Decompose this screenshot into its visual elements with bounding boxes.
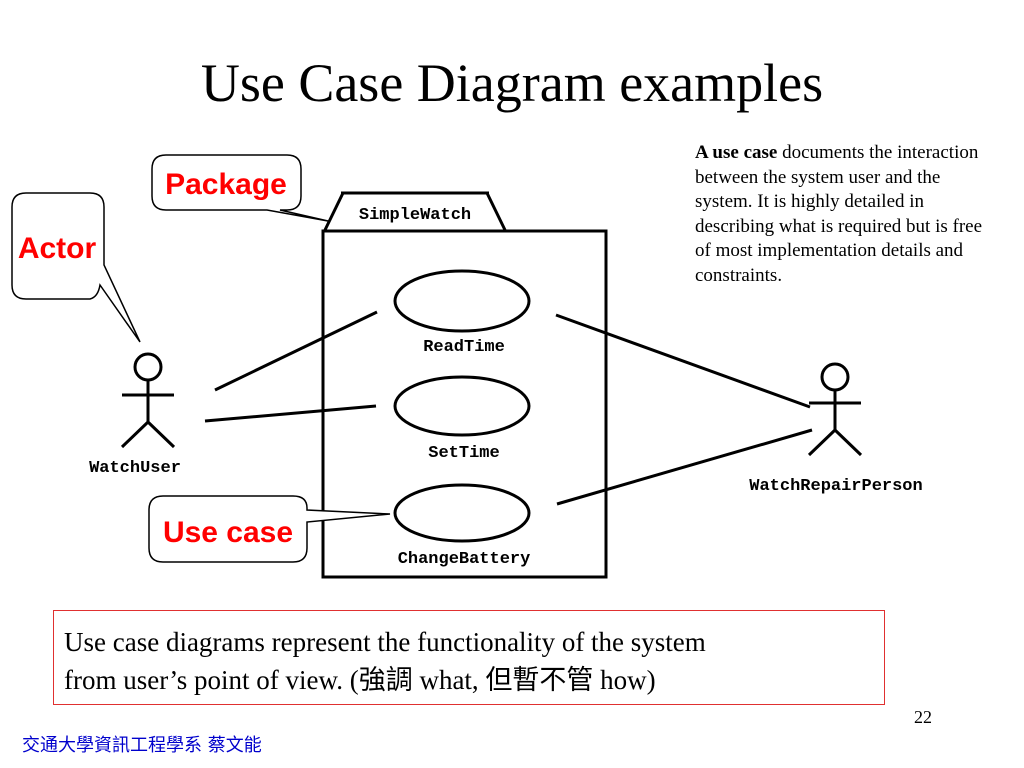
association-user-readtime [214,310,378,392]
use-case-ellipse-changebattery[interactable] [393,483,531,543]
package-name: SimpleWatch [359,206,471,225]
actor-watchrepairperson-figure[interactable] [807,362,863,457]
summary-note-line-1: Use case diagrams represent the function… [64,627,706,657]
package-body [321,229,608,579]
use-case-ellipse-settime[interactable] [393,375,531,437]
association-repair-changebattery [556,428,813,506]
callout-actor-text: Actor [18,232,97,265]
callout-package-text: Package [165,168,287,201]
actor-watchuser-label: WatchUser [89,459,181,478]
use-case-ellipse-readtime[interactable] [393,269,531,333]
footer-text: 交通大學資訊工程學系 蔡文能 [22,735,262,756]
callout-actor: Actor [11,192,141,343]
use-case-label-settime: SetTime [428,444,499,463]
association-user-settime [204,404,377,423]
use-case-label-changebattery: ChangeBattery [398,550,531,569]
description-text: documents the interaction between the sy… [695,142,983,286]
use-case-label-readtime: ReadTime [423,338,505,357]
callout-use-case-text: Use case [163,516,293,549]
association-repair-readtime [555,313,811,409]
summary-note: Use case diagrams represent the function… [53,610,885,705]
callout-package: Package [151,154,329,222]
callout-use-case: Use case [148,495,391,563]
page-number: 22 [914,707,932,727]
summary-note-line-2: from user’s point of view. (強調 what, 但暫不… [64,665,656,695]
actor-watchuser-figure[interactable] [120,352,176,449]
actor-watchrepairperson-label: WatchRepairPerson [749,477,922,496]
slide-title: Use Case Diagram examples [200,53,824,113]
description-bold-lead: A use case [695,142,778,163]
use-case-description: A use case documents the interaction bet… [695,141,995,288]
